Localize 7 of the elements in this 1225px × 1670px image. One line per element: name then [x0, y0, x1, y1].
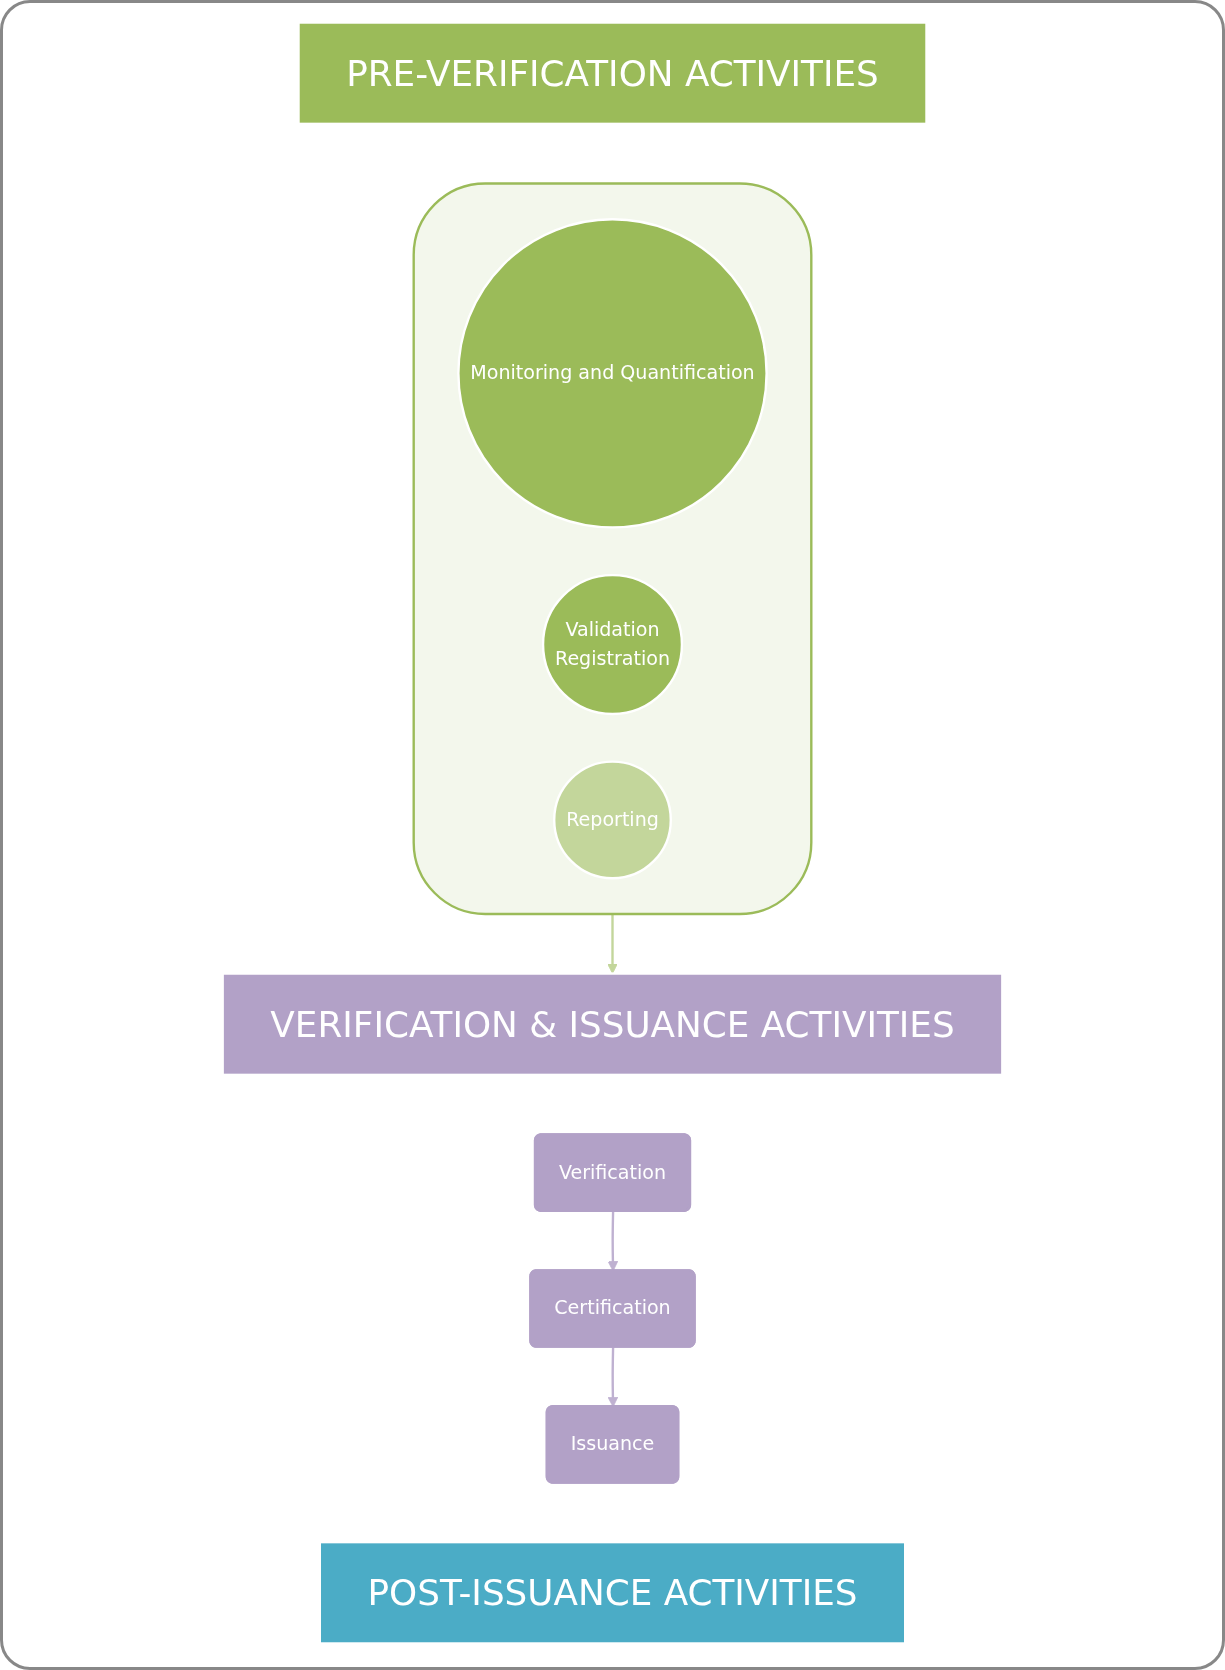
node-circle: Validation Registration [541, 573, 684, 716]
node-box: POST-ISSUANCE ACTIVITIES [318, 1540, 907, 1645]
node-box: PRE-VERIFICATION ACTIVITIES [297, 21, 928, 126]
cluster [412, 182, 813, 916]
node-box: VERIFICATION & ISSUANCE ACTIVITIES [221, 972, 1004, 1077]
node-circle: Monitoring and Quantification [457, 218, 768, 529]
node-circle: Reporting [553, 760, 672, 880]
